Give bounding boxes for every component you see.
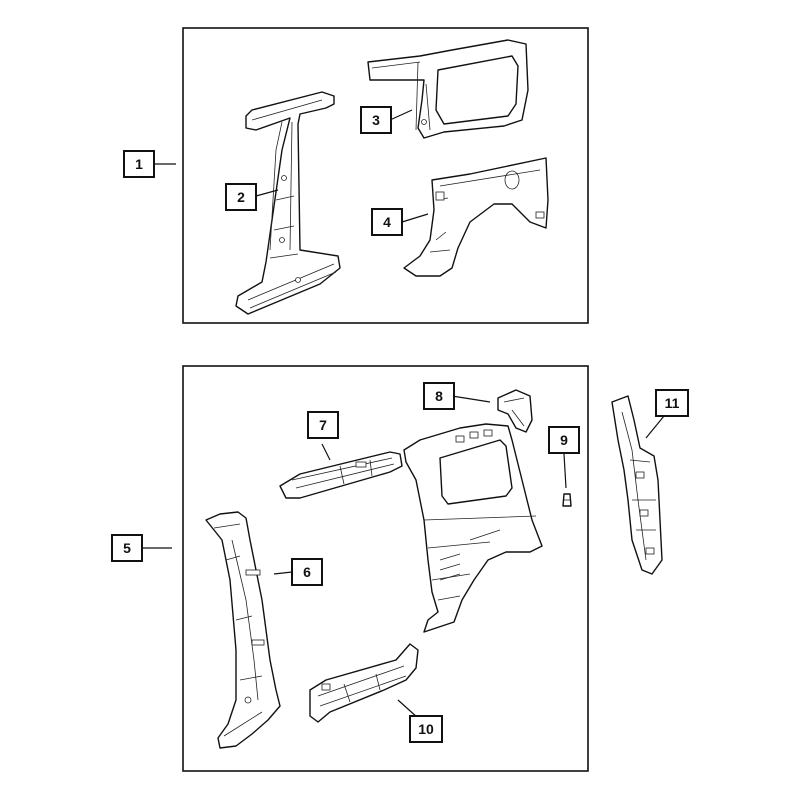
callout-9[interactable]: 9 — [548, 426, 580, 454]
part-4-lower-quarter-panel[interactable] — [403, 157, 549, 277]
callout-7[interactable]: 7 — [307, 411, 339, 439]
callout-4-label: 4 — [383, 214, 391, 230]
part-10-sill-reinforcement[interactable] — [309, 643, 419, 723]
part-2-b-pillar[interactable] — [235, 91, 341, 315]
leader-4 — [401, 213, 429, 223]
callout-5[interactable]: 5 — [111, 534, 143, 562]
callout-6-label: 6 — [303, 564, 311, 580]
leader-11 — [645, 415, 665, 439]
callout-7-label: 7 — [319, 417, 327, 433]
part-8-upper-bracket[interactable] — [497, 389, 533, 433]
group-frame-upper — [182, 27, 589, 324]
part-11-d-pillar[interactable] — [611, 395, 663, 575]
callout-6[interactable]: 6 — [291, 558, 323, 586]
leader-7 — [321, 443, 331, 461]
group-frame-lower — [182, 365, 589, 772]
callout-3[interactable]: 3 — [360, 106, 392, 134]
leader-6 — [273, 571, 293, 575]
leader-2 — [255, 189, 279, 197]
callout-5-label: 5 — [123, 540, 131, 556]
part-7-roof-rail[interactable] — [279, 451, 403, 499]
callout-1-label: 1 — [135, 156, 143, 172]
part-3-upper-quarter-panel[interactable] — [367, 39, 529, 139]
part-inner-quarter-panel[interactable] — [403, 423, 543, 633]
callout-11[interactable]: 11 — [655, 389, 689, 417]
callout-8[interactable]: 8 — [423, 382, 455, 410]
callout-2[interactable]: 2 — [225, 183, 257, 211]
callout-8-label: 8 — [435, 388, 443, 404]
callout-2-label: 2 — [237, 189, 245, 205]
leader-9 — [563, 453, 567, 489]
callout-3-label: 3 — [372, 112, 380, 128]
callout-9-label: 9 — [560, 432, 568, 448]
leader-8 — [451, 395, 491, 403]
callout-11-label: 11 — [665, 395, 680, 411]
callout-10-label: 10 — [418, 721, 434, 737]
part-9-fastener[interactable] — [562, 493, 572, 507]
part-6-inner-b-pillar[interactable] — [205, 511, 281, 749]
callout-1[interactable]: 1 — [123, 150, 155, 178]
callout-4[interactable]: 4 — [371, 208, 403, 236]
callout-10[interactable]: 10 — [409, 715, 443, 743]
leader-3 — [389, 109, 413, 121]
